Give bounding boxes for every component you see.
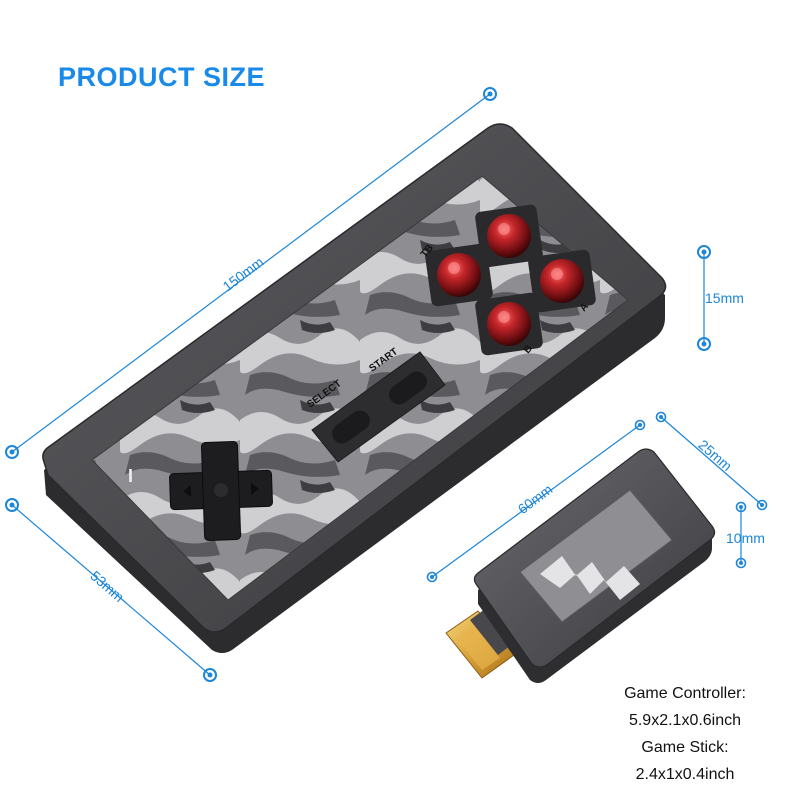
button-a[interactable] bbox=[527, 249, 596, 313]
stick-width-label: 25mm bbox=[695, 436, 735, 474]
start-button[interactable] bbox=[385, 368, 431, 409]
stick-height-label: 10mm bbox=[726, 530, 765, 546]
button-b[interactable] bbox=[474, 292, 543, 356]
game-controller: SELECT START I bbox=[42, 123, 667, 653]
dimension-controller-height: 15mm bbox=[697, 245, 744, 351]
button-tb[interactable] bbox=[474, 204, 543, 268]
dimension-stick-height: 10mm bbox=[726, 501, 765, 569]
stick-spec-size: 2.4x1x0.4inch bbox=[635, 766, 735, 783]
controller-length-label: 150mm bbox=[220, 254, 267, 295]
controller-width-label: 53mm bbox=[87, 567, 127, 605]
select-button[interactable] bbox=[328, 407, 374, 448]
dpad[interactable] bbox=[168, 440, 273, 542]
controller-spec-title: Game Controller: bbox=[624, 685, 746, 702]
game-stick bbox=[445, 448, 716, 683]
button-ta[interactable] bbox=[424, 243, 493, 307]
size-specifications: Game Controller: 5.9x2.1x0.6inch Game St… bbox=[600, 680, 770, 788]
controller-spec-size: 5.9x2.1x0.6inch bbox=[628, 712, 742, 729]
stick-length-label: 60mm bbox=[515, 481, 556, 517]
page-title: PRODUCT SIZE bbox=[58, 62, 266, 92]
stick-spec-title: Game Stick: bbox=[641, 739, 729, 756]
player-indicator: I bbox=[128, 466, 133, 486]
controller-height-label: 15mm bbox=[705, 290, 744, 306]
